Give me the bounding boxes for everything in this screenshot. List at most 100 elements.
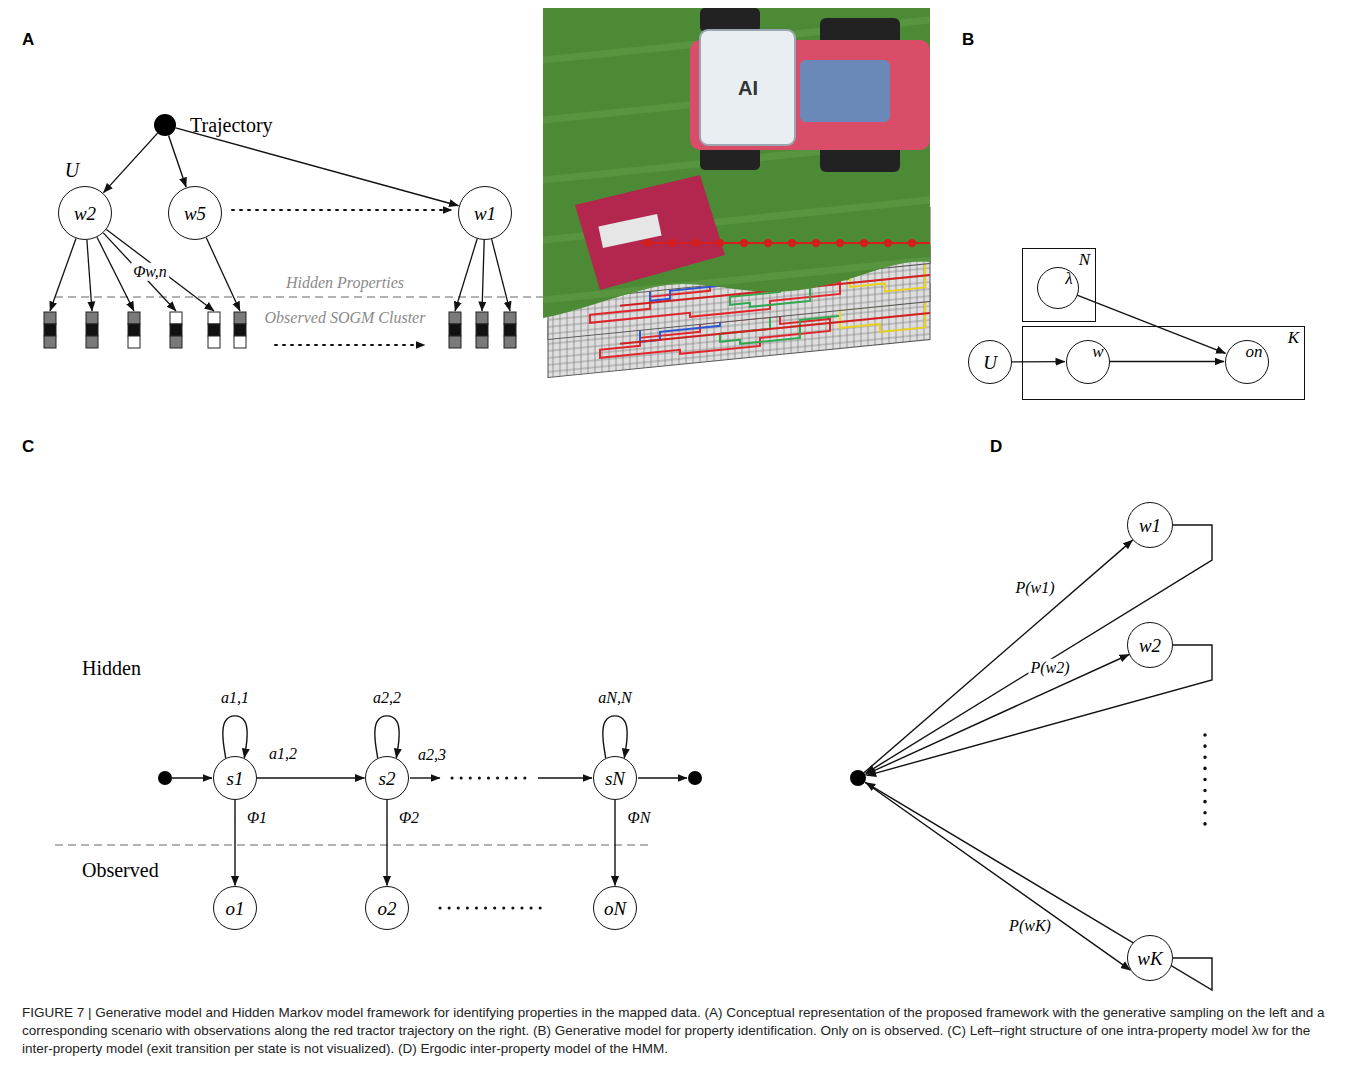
hmm-chain-parts xyxy=(55,844,650,845)
self-loop-arrow xyxy=(223,716,248,758)
variable-circle: s1 xyxy=(213,756,257,800)
field-photo xyxy=(575,175,725,290)
arrow xyxy=(103,133,157,193)
emission-label: Φw,n xyxy=(131,263,169,281)
panel-letter: C xyxy=(22,437,34,457)
observation-bars xyxy=(449,336,461,348)
emission-arrows xyxy=(103,233,176,311)
field-photo xyxy=(860,239,868,247)
arrow xyxy=(386,800,387,886)
field-photo xyxy=(740,239,748,247)
hmm-chain-parts xyxy=(440,907,545,910)
observation-bars xyxy=(476,312,488,348)
figure-caption: FIGURE 7 | Generative model and Hidden M… xyxy=(22,1004,1334,1059)
variable-label: U xyxy=(65,159,79,182)
edge-label: ΦN xyxy=(626,809,653,827)
node-text: w1 xyxy=(1139,516,1161,535)
ergodic-lines xyxy=(864,540,1133,773)
observation-bars xyxy=(208,324,220,336)
ergodic-lines xyxy=(866,525,1212,773)
variable-circle: w xyxy=(1066,340,1110,384)
observation-bars xyxy=(170,312,182,324)
edge-label: Φ2 xyxy=(397,809,421,827)
observation-bars xyxy=(128,312,140,348)
observation-bars xyxy=(86,312,98,324)
variable-circle: w5 xyxy=(168,186,222,240)
arrow xyxy=(1110,361,1225,362)
probability-label: P(w2) xyxy=(1028,659,1071,677)
field-photo xyxy=(788,239,796,247)
observation-bars xyxy=(476,324,488,336)
node-text: Trajectory xyxy=(190,114,273,136)
node-text: w5 xyxy=(184,204,206,223)
field-photo xyxy=(668,239,676,247)
observation-bars xyxy=(128,312,140,324)
node-text: sN xyxy=(605,769,625,788)
ergodic-lines xyxy=(1203,735,1207,830)
ergodic-lines xyxy=(850,770,866,786)
emission-arrows xyxy=(50,229,510,311)
observation-bars xyxy=(86,324,98,336)
field-photo xyxy=(716,239,724,247)
field-photo xyxy=(884,239,892,247)
panel-letter: A xyxy=(22,30,34,50)
hidden-observed-divider xyxy=(55,296,545,297)
node-text: U xyxy=(983,353,997,372)
arrow xyxy=(1012,361,1065,363)
observation-bars xyxy=(208,312,220,348)
variable-circle: s2 xyxy=(365,756,409,800)
field-photo xyxy=(836,239,844,247)
hmm-chain-parts xyxy=(638,777,687,778)
dotted-continuation-arrow xyxy=(275,344,425,346)
arrow xyxy=(257,777,365,778)
plate-box: Nλ xyxy=(1022,248,1096,322)
node-text: λ xyxy=(1065,270,1072,289)
observation-bars xyxy=(86,312,98,348)
plate-box: Kwon xyxy=(1022,326,1305,400)
arrow xyxy=(169,135,187,187)
observation-bars xyxy=(86,336,98,348)
variable-circle: w1 xyxy=(458,186,512,240)
observation-bars xyxy=(449,312,461,348)
hmm-chain-parts xyxy=(688,771,702,785)
field-photo xyxy=(644,239,652,247)
observation-bars xyxy=(234,324,246,336)
observation-bars xyxy=(476,336,488,348)
emission-arrows xyxy=(482,240,484,311)
dotted-continuation-arrow xyxy=(232,209,452,211)
variable-circle: wK xyxy=(1127,935,1173,981)
field-photo xyxy=(700,30,795,145)
observation-bars xyxy=(44,324,56,336)
variable-circle: w1 xyxy=(1127,502,1173,548)
region-label: Observed SOGM Cluster xyxy=(265,309,426,327)
node-text: w2 xyxy=(74,204,96,223)
node-text: w2 xyxy=(1139,636,1161,655)
field-photo xyxy=(908,239,916,247)
hmm-chain-parts xyxy=(538,777,592,778)
hmm-chain-parts xyxy=(410,777,440,778)
observation-bars xyxy=(449,312,461,324)
edge-label: aN,N xyxy=(596,689,633,707)
node-text: s1 xyxy=(227,769,244,788)
node-text: o2 xyxy=(378,899,397,918)
panel-letter: D xyxy=(990,437,1002,457)
field-photo xyxy=(692,239,700,247)
field-photo xyxy=(543,8,930,328)
transition-label: a2,3 xyxy=(416,746,448,764)
node-text: w1 xyxy=(474,204,496,223)
observation-bars xyxy=(504,312,516,324)
probability-label: P(w1) xyxy=(1013,579,1056,597)
edge-label: a2,2 xyxy=(371,689,403,707)
emission-arrows xyxy=(50,239,76,312)
emission-arrows xyxy=(492,239,510,311)
field-photo xyxy=(764,239,772,247)
field-photo xyxy=(543,20,930,300)
probability-label: P(wK) xyxy=(1007,917,1053,935)
variable-circle: λ xyxy=(1037,267,1079,309)
field-photo xyxy=(812,239,820,247)
layer-label: Observed xyxy=(82,859,159,882)
hmm-chain-parts xyxy=(452,777,530,780)
node-text: o1 xyxy=(226,899,245,918)
hmm-chain-parts xyxy=(172,777,212,778)
node-text: wK xyxy=(1137,949,1162,968)
